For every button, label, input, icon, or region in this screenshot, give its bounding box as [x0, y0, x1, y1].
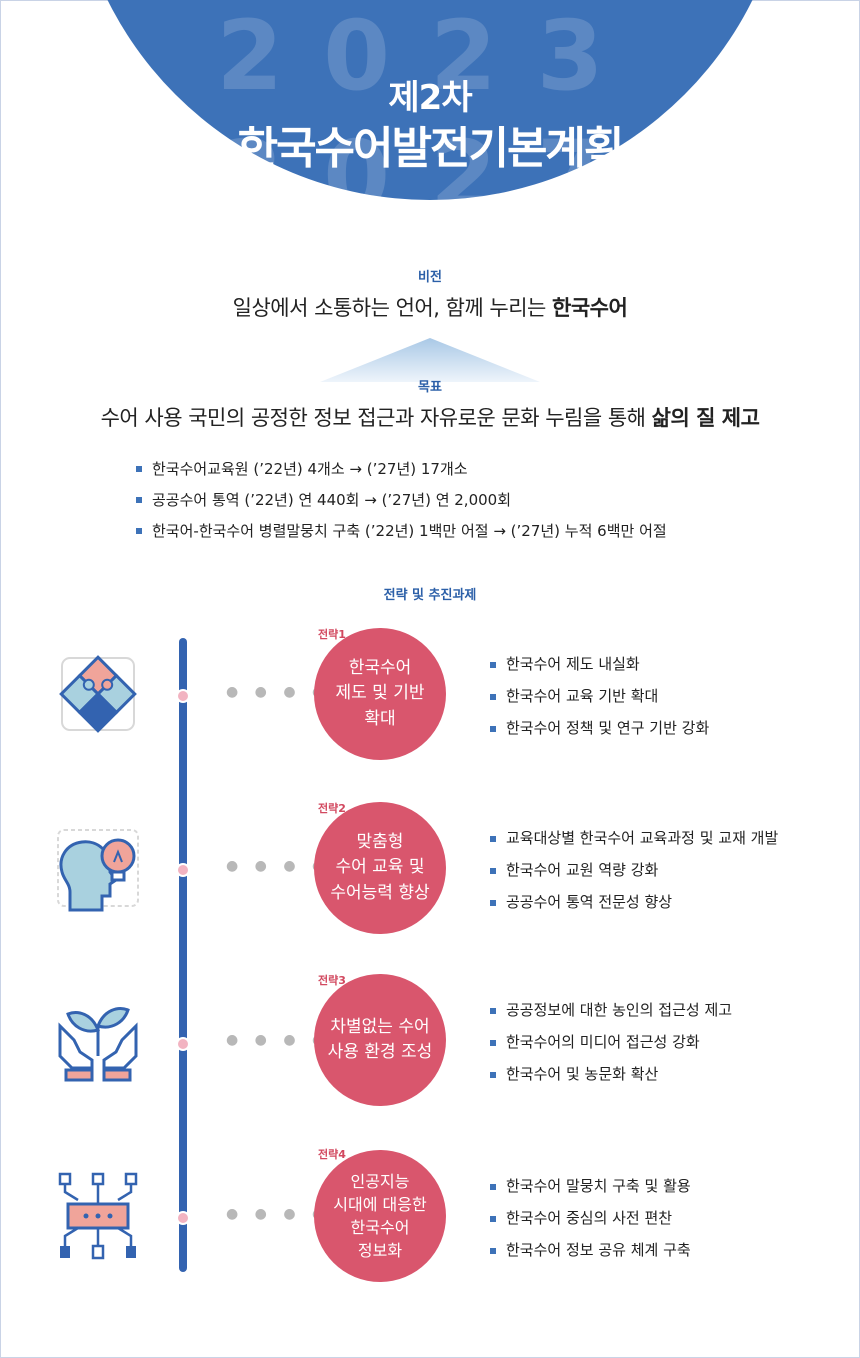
- bullet-icon: [490, 836, 496, 842]
- goal-item: 한국수어교육원 (’22년) 4개소 → (’27년) 17개소: [136, 458, 667, 489]
- plan-subtitle: 제2차: [388, 78, 472, 118]
- bullet-icon: [490, 1248, 496, 1254]
- strategy-circle: 맞춤형 수어 교육 및 수어능력 향상: [314, 802, 446, 934]
- timeline-line: [179, 638, 187, 1272]
- strategy-circle: 한국수어 제도 및 기반 확대: [314, 628, 446, 760]
- connector-dots: ● ● ● ●: [226, 1032, 331, 1048]
- timeline-node: [176, 1037, 190, 1051]
- bullet-icon: [490, 1040, 496, 1046]
- timeline-node: [176, 1211, 190, 1225]
- task-item: 한국수어 말뭉치 구축 및 활용: [490, 1176, 691, 1208]
- task-item: 한국수어의 미디어 접근성 강화: [490, 1032, 732, 1064]
- year-start: 2023: [216, 0, 644, 112]
- strategy-circle: 차별없는 수어 사용 환경 조성: [314, 974, 446, 1106]
- task-list: 한국수어 말뭉치 구축 및 활용 한국수어 중심의 사전 편찬 한국수어 정보 …: [490, 1176, 691, 1272]
- header-banner: 2023 2027: [70, 0, 790, 200]
- strategy-circle: 인공지능 시대에 대응한 한국수어 정보화: [314, 1150, 446, 1282]
- bullet-icon: [490, 868, 496, 874]
- task-item: 한국수어 교육 기반 확대: [490, 686, 709, 718]
- task-item: 공공정보에 대한 농인의 접근성 제고: [490, 1000, 732, 1032]
- strategy-label: 전략 및 추진과제: [383, 588, 477, 603]
- goal-text: 수어 사용 국민의 공정한 정보 접근과 자유로운 문화 누림을 통해 삶의 질…: [100, 406, 760, 430]
- bullet-icon: [490, 1184, 496, 1190]
- strategy-tag: 전략3: [318, 974, 346, 987]
- task-item: 교육대상별 한국수어 교육과정 및 교재 개발: [490, 828, 778, 860]
- bullet-icon: [490, 694, 496, 700]
- timeline-node: [176, 689, 190, 703]
- bullet-icon: [490, 1072, 496, 1078]
- head-lightbulb-icon: [57, 829, 139, 912]
- plan-title: 한국수어발전기본계획: [237, 123, 625, 174]
- task-item: 공공수어 통역 전문성 향상: [490, 892, 778, 924]
- strategy-tag: 전략1: [318, 628, 346, 641]
- year-end: 2027: [216, 120, 644, 200]
- goal-label: 목표: [418, 380, 442, 395]
- task-item: 한국수어 정보 공유 체계 구축: [490, 1240, 691, 1272]
- connector-dots: ● ● ● ●: [226, 1206, 331, 1222]
- task-list: 한국수어 제도 내실화 한국수어 교육 기반 확대 한국수어 정책 및 연구 기…: [490, 654, 709, 750]
- goal-list: 한국수어교육원 (’22년) 4개소 → (’27년) 17개소 공공수어 통역…: [136, 458, 667, 551]
- task-item: 한국수어 제도 내실화: [490, 654, 709, 686]
- connector-dots: ● ● ● ●: [226, 858, 331, 874]
- vision-label: 비전: [418, 270, 442, 285]
- strategy-tag: 전략4: [318, 1148, 346, 1161]
- puzzle-icon: [59, 655, 137, 733]
- bullet-icon: [136, 528, 142, 534]
- bullet-icon: [490, 1008, 496, 1014]
- task-item: 한국수어 정책 및 연구 기반 강화: [490, 718, 709, 750]
- bullet-icon: [490, 1216, 496, 1222]
- connector-dots: ● ● ● ●: [226, 684, 331, 700]
- task-item: 한국수어 및 농문화 확산: [490, 1064, 732, 1096]
- hands-sprout-icon: [58, 1007, 138, 1082]
- task-item: 한국수어 중심의 사전 편찬: [490, 1208, 691, 1240]
- network-icon: [58, 1172, 138, 1260]
- task-list: 공공정보에 대한 농인의 접근성 제고 한국수어의 미디어 접근성 강화 한국수…: [490, 1000, 732, 1096]
- goal-item: 한국어-한국수어 병렬말뭉치 구축 (’22년) 1백만 어절 → (’27년)…: [136, 520, 667, 551]
- bullet-icon: [136, 466, 142, 472]
- strategy-tag: 전략2: [318, 802, 346, 815]
- goal-item: 공공수어 통역 (’22년) 연 440회 → (’27년) 연 2,000회: [136, 489, 667, 520]
- timeline-node: [176, 863, 190, 877]
- vision-text: 일상에서 소통하는 언어, 함께 누리는 한국수어: [232, 296, 628, 320]
- bullet-icon: [136, 497, 142, 503]
- bullet-icon: [490, 726, 496, 732]
- task-list: 교육대상별 한국수어 교육과정 및 교재 개발 한국수어 교원 역량 강화 공공…: [490, 828, 778, 924]
- task-item: 한국수어 교원 역량 강화: [490, 860, 778, 892]
- bullet-icon: [490, 900, 496, 906]
- bullet-icon: [490, 662, 496, 668]
